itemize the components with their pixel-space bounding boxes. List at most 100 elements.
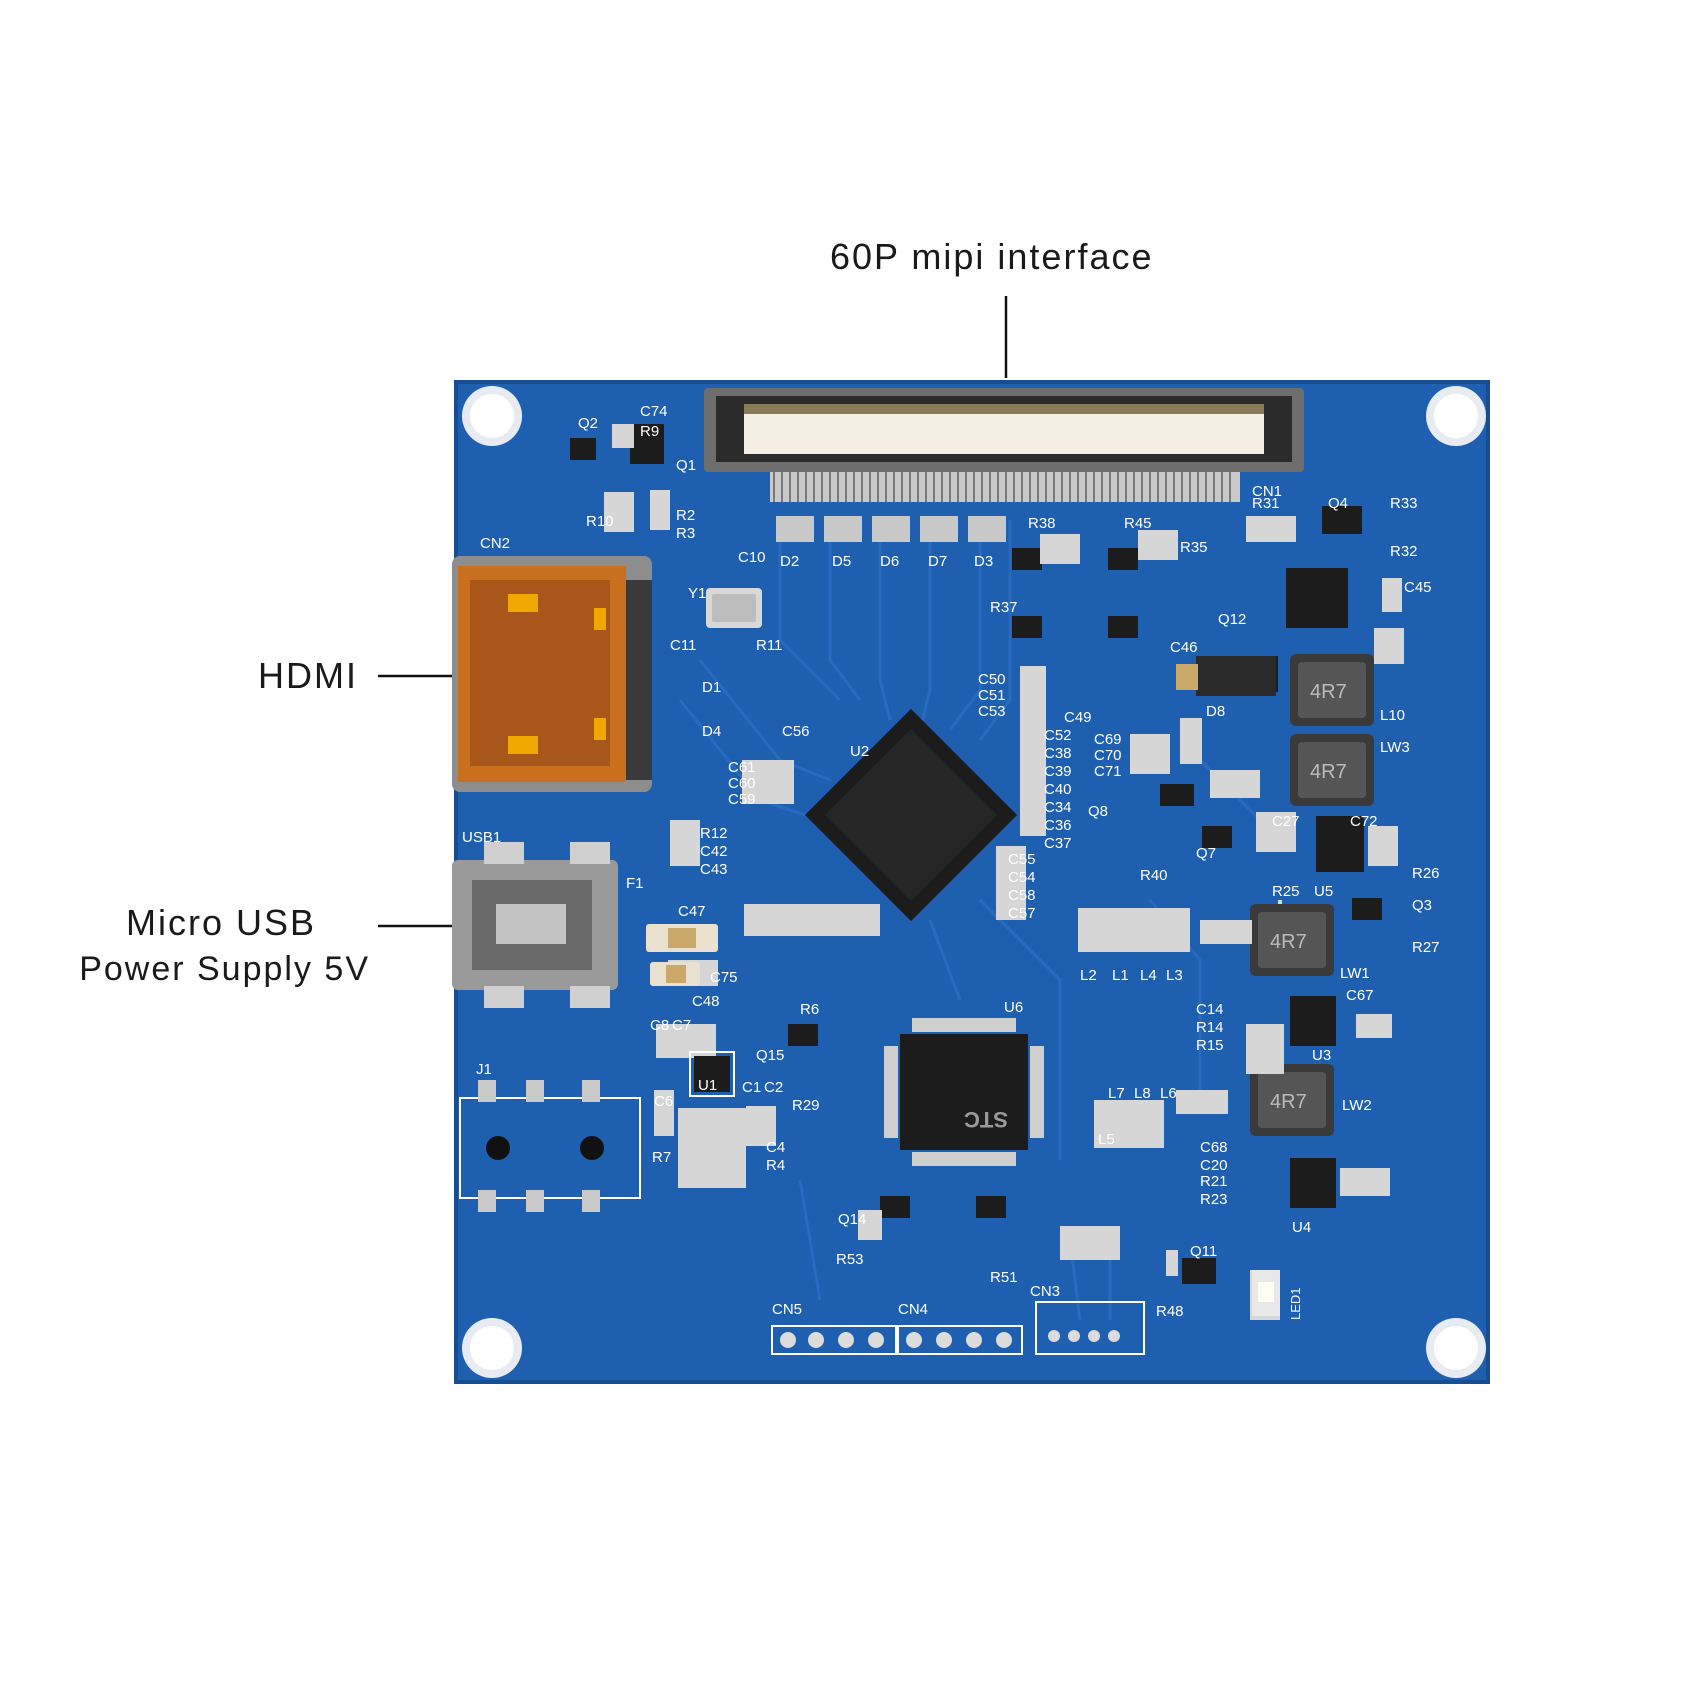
inductors: 4R7 4R7 4R7 4R7 L10 LW3 LW1 LW2	[1250, 654, 1410, 1136]
hdmi-connector: CN2 D1 D4	[452, 535, 721, 792]
svg-text:C52: C52	[1044, 727, 1072, 744]
svg-text:Q1: Q1	[676, 457, 696, 474]
svg-text:D1: D1	[702, 679, 721, 696]
svg-text:4R7: 4R7	[1310, 681, 1347, 703]
svg-text:Q15: Q15	[756, 1047, 784, 1064]
svg-text:C55: C55	[1008, 851, 1036, 868]
svg-text:R31: R31	[1252, 495, 1280, 512]
svg-text:R26: R26	[1412, 865, 1440, 882]
svg-text:R2: R2	[676, 507, 695, 524]
svg-text:R53: R53	[836, 1251, 864, 1268]
mounting-holes	[462, 386, 1486, 1378]
svg-text:C54: C54	[1008, 869, 1036, 886]
svg-text:R4: R4	[766, 1157, 785, 1174]
svg-text:D2: D2	[780, 553, 799, 570]
led1: LED1	[1252, 1270, 1303, 1320]
svg-text:C45: C45	[1404, 579, 1432, 596]
svg-text:C49: C49	[1064, 709, 1092, 726]
svg-text:D8: D8	[1206, 703, 1225, 720]
mcu-marking: STC	[964, 1107, 1008, 1132]
svg-text:C40: C40	[1044, 781, 1072, 798]
diode-arrays	[776, 516, 1006, 542]
svg-text:C43: C43	[700, 861, 728, 878]
cn1-mipi-connector: CN1	[704, 388, 1304, 502]
svg-text:C6: C6	[654, 1093, 673, 1110]
svg-text:C47: C47	[678, 903, 706, 920]
svg-text:U6: U6	[1004, 999, 1023, 1016]
svg-text:R33: R33	[1390, 495, 1418, 512]
svg-text:CN3: CN3	[1030, 1283, 1060, 1300]
svg-text:R27: R27	[1412, 939, 1440, 956]
svg-text:C10: C10	[738, 549, 766, 566]
svg-text:4R7: 4R7	[1310, 761, 1347, 783]
j1-switch-pads: J1	[459, 1061, 641, 1212]
svg-text:D5: D5	[832, 553, 851, 570]
mipi-interface-callout: 60P mipi interface	[830, 236, 1154, 277]
svg-text:D3: D3	[974, 553, 993, 570]
svg-text:R6: R6	[800, 1001, 819, 1018]
svg-text:Q4: Q4	[1328, 495, 1348, 512]
svg-text:C36: C36	[1044, 817, 1072, 834]
svg-text:USB1: USB1	[462, 829, 501, 846]
svg-text:L4: L4	[1140, 967, 1157, 984]
svg-text:4R7: 4R7	[1270, 1091, 1307, 1113]
svg-text:C14: C14	[1196, 1001, 1224, 1018]
hdmi-callout: HDMI	[258, 655, 358, 696]
svg-text:C60: C60	[728, 775, 756, 792]
u2-main-ic: U2	[804, 708, 1018, 922]
crystal-y1: Y1	[688, 585, 762, 628]
svg-text:C8: C8	[650, 1017, 669, 1034]
svg-text:Y1: Y1	[688, 585, 706, 602]
micro-usb-connector: USB1 F1	[452, 829, 644, 1008]
svg-text:C57: C57	[1008, 905, 1036, 922]
svg-text:Q14: Q14	[838, 1211, 866, 1228]
svg-text:R48: R48	[1156, 1303, 1184, 1320]
svg-text:R14: R14	[1196, 1019, 1224, 1036]
svg-text:C75: C75	[710, 969, 738, 986]
diode-d8: D8	[1176, 656, 1276, 720]
svg-text:LW1: LW1	[1340, 965, 1370, 982]
svg-text:F1: F1	[626, 875, 644, 892]
svg-text:Q12: Q12	[1218, 611, 1246, 628]
svg-text:C53: C53	[978, 703, 1006, 720]
svg-text:R37: R37	[990, 599, 1018, 616]
svg-text:L7: L7	[1108, 1085, 1125, 1102]
silkscreen-labels: Q2 C74 R9 Q1 R2 R3 R10 C10 C11 R11 C56 C…	[578, 403, 1440, 1320]
svg-text:CN2: CN2	[480, 535, 510, 552]
svg-text:LW2: LW2	[1342, 1097, 1372, 1114]
svg-text:L10: L10	[1380, 707, 1405, 724]
bulk-capacitors: C47 C75 C48	[646, 903, 738, 1010]
svg-text:C4: C4	[766, 1139, 785, 1156]
svg-text:L2: L2	[1080, 967, 1097, 984]
svg-text:C72: C72	[1350, 813, 1378, 830]
svg-text:CN5: CN5	[772, 1301, 802, 1318]
svg-text:C58: C58	[1008, 887, 1036, 904]
svg-text:C11: C11	[670, 637, 696, 654]
svg-text:U4: U4	[1292, 1219, 1311, 1236]
svg-text:U5: U5	[1314, 883, 1333, 900]
svg-text:J1: J1	[476, 1061, 492, 1078]
svg-text:R12: R12	[700, 825, 728, 842]
svg-text:R25: R25	[1272, 883, 1300, 900]
svg-text:C42: C42	[700, 843, 728, 860]
pcb-board	[454, 380, 1490, 1384]
svg-text:C37: C37	[1044, 835, 1072, 852]
svg-text:C50: C50	[978, 671, 1006, 688]
svg-text:R7: R7	[652, 1149, 671, 1166]
svg-text:C20: C20	[1200, 1157, 1228, 1174]
svg-text:R21: R21	[1200, 1173, 1228, 1190]
svg-text:Q11: Q11	[1190, 1243, 1217, 1260]
micro-usb-callout: Micro USB	[125, 902, 316, 943]
svg-text:CN1: CN1	[1252, 483, 1282, 500]
svg-text:C59: C59	[728, 791, 756, 808]
svg-text:U1: U1	[698, 1077, 717, 1094]
svg-text:C7: C7	[672, 1017, 691, 1034]
svg-text:R32: R32	[1390, 543, 1418, 560]
svg-text:L5: L5	[1098, 1131, 1115, 1148]
svg-text:C38: C38	[1044, 745, 1072, 762]
svg-text:R11: R11	[756, 637, 782, 654]
svg-text:C39: C39	[1044, 763, 1072, 780]
svg-text:C2: C2	[764, 1079, 783, 1096]
svg-text:R9: R9	[640, 423, 659, 440]
